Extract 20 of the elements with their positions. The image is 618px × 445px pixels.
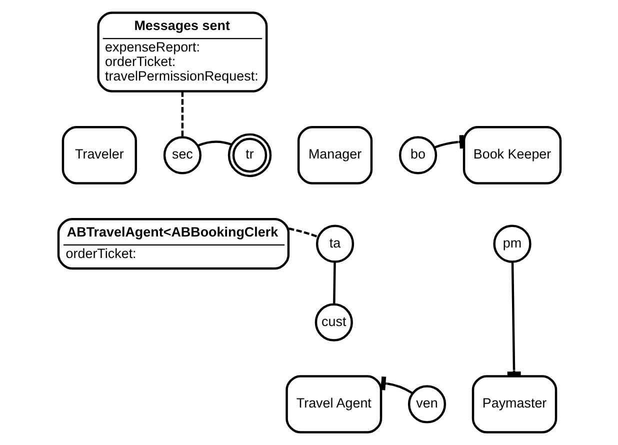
- connector: [288, 228, 318, 238]
- node-box: ABTravelAgent<ABBookingClerk orderTicket:: [56, 218, 290, 270]
- node-circle: ven: [407, 385, 446, 424]
- node-box: Paymaster: [471, 375, 557, 434]
- node-circle: sec: [162, 136, 202, 174]
- connector: [332, 262, 336, 304]
- node-box: Manager: [296, 126, 372, 184]
- node-box: Travel Agent: [285, 375, 382, 434]
- node-box: Messages sent expenseReport: orderTicket: travelPermissionRequest:: [96, 12, 268, 92]
- node-box: Traveler: [61, 126, 137, 184]
- node-box: Book Keeper: [462, 126, 562, 184]
- node-circle: bo: [398, 136, 437, 174]
- connector: [434, 135, 464, 149]
- node-circle: cust: [314, 303, 352, 342]
- node-circle: ta: [315, 224, 354, 263]
- connector: [197, 140, 232, 147]
- node-circle: pm: [492, 224, 531, 263]
- connector: [180, 91, 184, 138]
- connector: [380, 376, 413, 394]
- node-circle: tr: [227, 133, 272, 178]
